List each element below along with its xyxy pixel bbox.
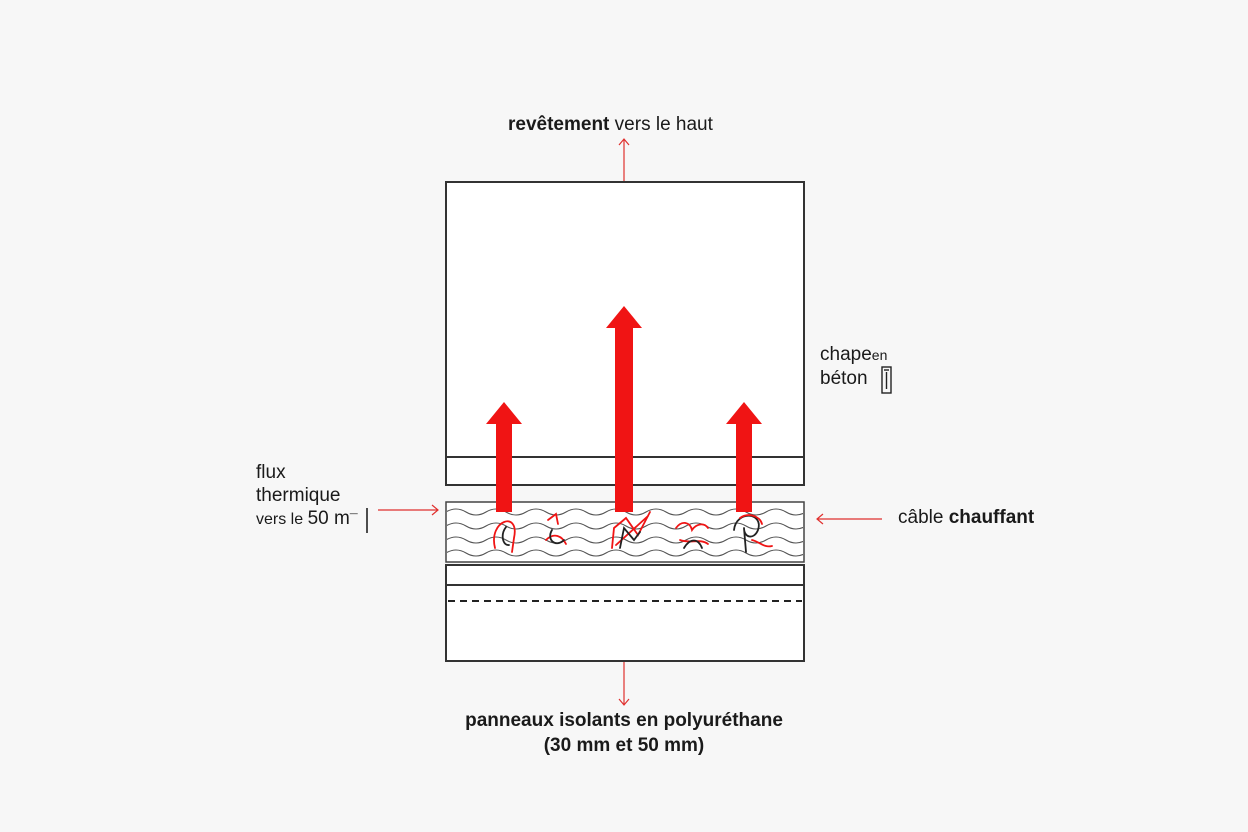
thermometer-probe-icon <box>881 366 892 394</box>
screed-label-second: béton <box>820 368 868 390</box>
leader-arrow-flux <box>378 504 439 516</box>
covering-label: revêtement vers le haut <box>508 114 713 136</box>
leader-arrow-covering <box>618 138 630 181</box>
flux-label-line1: flux <box>256 462 286 483</box>
screed-label-line1-small: en <box>871 347 888 363</box>
flux-label-line3-value: 50 m <box>307 508 350 529</box>
heat-arrow-right <box>726 402 762 512</box>
insulation-panel-bottom <box>445 584 805 662</box>
heat-arrow-center <box>606 306 642 512</box>
flux-label-line3-mark: ¯ <box>349 511 358 527</box>
heat-arrow-left <box>486 402 522 512</box>
flux-label-line2: thermique <box>256 485 341 506</box>
insulation-panel-top <box>445 564 805 586</box>
cable-label-bold: chauffant <box>948 507 1035 528</box>
screed-label-line1: chape <box>820 344 872 365</box>
covering-label-rest: vers le haut <box>609 114 713 135</box>
flux-label-line3: vers le 50 m¯ <box>256 508 358 531</box>
heating-cable-loops <box>493 511 773 553</box>
cable-label: câble chauffant <box>898 507 1034 529</box>
screed-label-line2: béton <box>820 368 868 389</box>
leader-arrow-cable <box>816 513 882 525</box>
insulation-label-line1: panneaux isolants en polyuréthane <box>465 710 783 731</box>
insulation-label-line2: (30 mm et 50 mm) <box>543 735 705 756</box>
screed-label: chapeen <box>820 344 887 366</box>
flux-label-line3-prefix: vers le <box>256 511 308 528</box>
covering-label-bold: revêtement <box>508 114 610 135</box>
leader-arrow-insulation <box>618 662 630 706</box>
cable-label-normal: câble <box>898 507 949 528</box>
wave-lines <box>447 508 803 557</box>
